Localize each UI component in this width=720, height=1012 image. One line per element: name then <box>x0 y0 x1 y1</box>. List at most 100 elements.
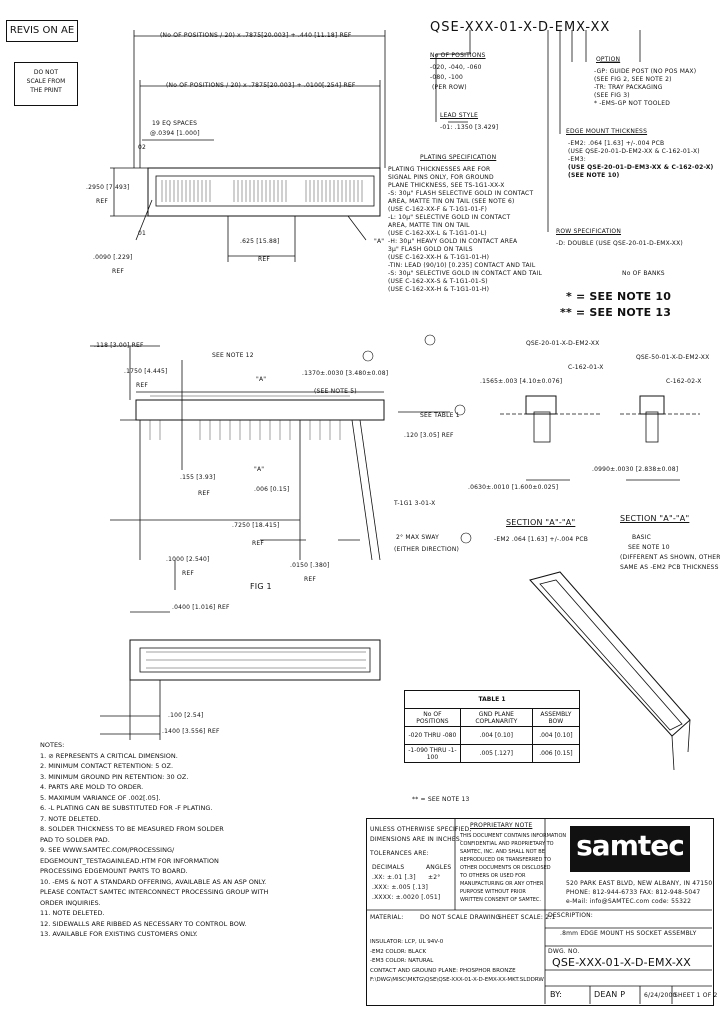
note-item: 4. PARTS ARE MOLD TO ORDER. <box>40 783 144 791</box>
section-aa-left: SECTION "A"-"A" <box>506 518 576 527</box>
note-item: 7. NOTE DELETED. <box>40 814 101 823</box>
note-item: ORDER INQUIRIES. <box>40 898 101 907</box>
material-line: F:\DWG\MISC\MKTG\QSE\QSE-XXX-01-X-D-EMX-… <box>370 977 544 983</box>
prop-line: WRITTEN CONSENT OF SAMTEC. <box>460 897 541 903</box>
plating-line: -S: 30µ" SELECTIVE GOLD IN CONTACT AND T… <box>388 270 543 277</box>
qse20-label: QSE-20-01-X-D-EM2-XX <box>526 340 600 347</box>
notes-block: NOTES: 1. ⊘ REPRESENTS A CRITICAL DIMENS… <box>40 740 268 940</box>
note-item: 6. -L PLATING CAN BE SUBSTITUTED FOR -F … <box>40 804 213 812</box>
plating-line: (USE C-162-XX-S & T-1G1-01-S) <box>388 278 488 285</box>
note-item: PROCESSING EDGEMOUNT PARTS TO BOARD. <box>40 867 188 875</box>
dwg-no-value: QSE-XXX-01-X-D-EMX-XX <box>552 956 691 969</box>
edge-line: -EM2: .064 [1.63] +/-.004 PCB <box>568 140 665 147</box>
plating-line: (USE C-162-XX-H & T-1G1-01-H) <box>388 254 490 261</box>
dim-top2: (No OF POSITIONS / 20) x .7875[20.003] +… <box>166 82 356 89</box>
dim-625-ref: REF <box>258 256 271 263</box>
noscale-line1: DO NOT <box>33 69 59 76</box>
positions-header: No OF POSITIONS <box>430 52 486 59</box>
material-line: CONTACT AND GROUND PLANE: PHOSPHOR BRONZ… <box>370 967 516 974</box>
prop-line: CONFIDENTIAL AND PROPRIETARY TO <box>460 841 554 847</box>
dim-1565: .1565±.003 [4.10±0.076] <box>480 378 563 385</box>
noscale-line3: THE PRINT <box>30 87 62 94</box>
samtec-logo: samtec <box>570 826 690 868</box>
notes-title: NOTES: <box>40 741 65 749</box>
note-item: 5. MAXIMUM VARIANCE OF .002[.05]. <box>40 793 161 802</box>
table-1-title: TABLE 1 <box>404 690 580 709</box>
edge-line: (USE QSE-20-01-D-EM2-XX & C-162-01-X) <box>568 148 700 155</box>
prop-line: REPRODUCED OR TRANSFERRED TO <box>460 857 551 863</box>
tol-decimals: DECIMALS <box>372 864 405 871</box>
t1g-label: T-1G1 3-01-X <box>394 500 436 507</box>
dim-top1: (No OF POSITIONS / 20) x .7875[20.003] +… <box>160 32 352 39</box>
dim-0090-ref: REF <box>112 268 125 275</box>
prop-line: SAMTEC, INC. AND SHALL NOT BE <box>460 849 545 855</box>
table-cell: -1-090 THRU -1-100 <box>404 744 461 763</box>
note10-callout: * = SEE NOTE 10 <box>566 290 672 303</box>
tol-b: .XXX: ±.005 [.13] <box>372 884 429 891</box>
plating-line: -L: 10µ" SELECTIVE GOLD IN CONTACT <box>388 214 511 221</box>
option-header: OPTION <box>596 56 621 63</box>
plating-line: PLANE THICKNESS, SEE TS-1G1-XX-X <box>388 182 505 189</box>
note-item: 10. -EMS & NOT A STANDARD OFFERING, AVAI… <box>40 877 267 886</box>
sway-label: 2° MAX SWAY <box>396 534 439 541</box>
address-2: PHONE: 812-944-6733 FAX: 812-948-5047 <box>566 889 701 896</box>
see-note12: SEE NOTE 12 <box>212 352 254 359</box>
do-not-scale-box: DO NOT SCALE FROM THE PRINT <box>14 62 78 106</box>
dim-155-ref: REF <box>198 490 211 497</box>
table-cell: .004 [0.10] <box>531 726 581 745</box>
plating-line: (USE C-162-XX-H & T-1G1-01-H) <box>388 286 490 293</box>
note-item: 1. ⊘ REPRESENTS A CRITICAL DIMENSION. <box>40 751 178 760</box>
address-3: e-Mail: info@SAMTEC.com code: 55322 <box>566 898 692 905</box>
description-label: DESCRIPTION: <box>548 912 594 919</box>
c162-02-label: C-162-02-X <box>666 378 702 385</box>
note-item: 9. SEE WWW.SAMTEC.COM/PROCESSING/ <box>40 846 175 854</box>
edge-line: -EM3: <box>568 156 586 163</box>
fig1-label: FIG 1 <box>250 582 272 591</box>
sway-either: (EITHER DIRECTION) <box>394 546 460 553</box>
logo-underline <box>570 868 690 872</box>
dim-120: .120 [3.05] REF <box>404 432 454 439</box>
dwg-no-label: DWG. NO. <box>548 948 580 955</box>
table-cell: .006 [0.15] <box>531 744 581 763</box>
basic-diff: (DIFFERENT AS SHOWN, OTHERWISE <box>620 554 720 561</box>
do-not-scale-drawing: DO NOT SCALE DRAWING <box>420 914 501 921</box>
edge-mount-list: -EM2: .064 [1.63] +/-.004 PCB (USE QSE-2… <box>568 140 713 180</box>
note-item: 2. MINIMUM CONTACT RETENTION: 5 OZ. <box>40 762 174 770</box>
prop-line: OTHER DOCUMENTS OR DISCLOSED <box>460 865 551 871</box>
plating-line: AREA, MATTE TIN ON TAIL (SEE NOTE 6) <box>388 198 515 205</box>
tol-ang: ±2° <box>428 874 441 881</box>
dim-155: .155 [3.93] <box>180 474 216 481</box>
proprietary-list: THIS DOCUMENT CONTAINS INFORMATION CONFI… <box>460 832 566 904</box>
proprietary-title: PROPRIETARY NOTE <box>470 822 533 829</box>
section-a-bottom: "A" <box>254 466 265 473</box>
qse50-label: QSE-50-01-X-D-EM2-XX <box>636 354 710 361</box>
basic-note: SEE NOTE 10 <box>628 544 670 551</box>
dim-006: .006 [0.15] <box>254 486 290 493</box>
dim-1400: .1400 [3.556] REF <box>162 728 220 735</box>
dim-7250: .7250 [18.415] <box>232 522 280 529</box>
table-row: -1-090 THRU -1-100 .005 [.127] .006 [0.1… <box>404 744 581 763</box>
per-row: (PER ROW) <box>432 84 467 91</box>
note-item: 13. AVAILABLE FOR EXISTING CUSTOMERS ONL… <box>40 930 198 938</box>
note13-callout: ** = SEE NOTE 13 <box>560 306 672 319</box>
by-label: BY: <box>550 990 563 999</box>
material-line: -EM3 COLOR: NATURAL <box>370 958 434 964</box>
revision-label: REVIS ON AE <box>9 25 75 36</box>
date-value: 6/24/2000 <box>644 992 677 999</box>
section-aa-right: SECTION "A"-"A" <box>620 514 690 523</box>
section-a-marker: "A" <box>374 238 385 245</box>
table-1: TABLE 1 No OF POSITIONS GND PLANE COPLAN… <box>404 690 581 763</box>
table-header: ASSEMBLY BOW <box>531 708 581 727</box>
basic-same: SAME AS -EM2 PCB THICKNESS <box>620 564 719 571</box>
option-line: -TR: TRAY PACKAGING <box>594 84 663 91</box>
tol-line2: DIMENSIONS ARE IN INCHES. <box>370 836 462 843</box>
positions-values: -020, -040, -060 <box>430 64 482 71</box>
see-table1: SEE TABLE 1 <box>420 412 460 419</box>
table-cell: -020 THRU -080 <box>404 726 461 745</box>
option-line: (SEE FIG 3) <box>594 92 630 99</box>
note-item: 11. NOTE DELETED. <box>40 909 105 917</box>
note-item: PLEASE CONTACT SAMTEC INTERCONNECT PROCE… <box>40 888 269 896</box>
section-a-top: "A" <box>256 376 267 383</box>
dim-2950-ref: REF <box>96 198 109 205</box>
table-cell: .004 [0.10] <box>459 726 533 745</box>
